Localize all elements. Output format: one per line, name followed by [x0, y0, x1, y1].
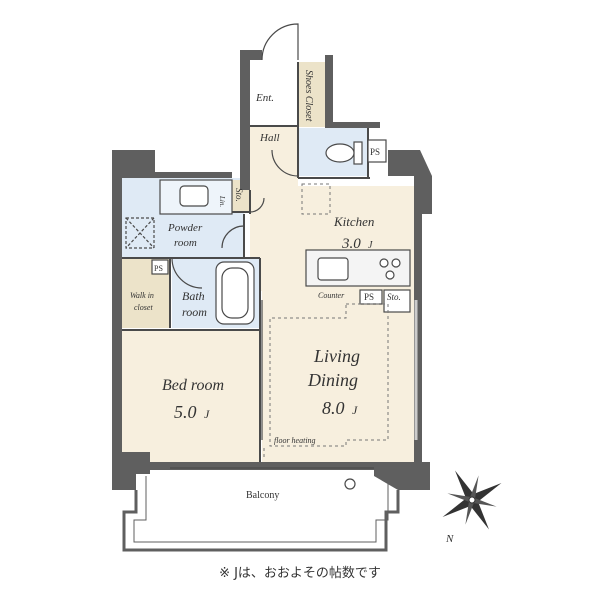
bedroom-floor — [122, 330, 260, 462]
outer-walls — [112, 50, 432, 490]
label-walkin-1: Walk in — [130, 291, 154, 300]
wall-toilet-top — [325, 122, 380, 128]
balcony-outline — [122, 476, 400, 552]
toilet-tank-icon — [353, 141, 363, 165]
ps-box-toilet — [367, 139, 387, 163]
hall-door-swing-icon — [271, 149, 299, 177]
label-bath-2: room — [182, 305, 207, 319]
wall-right-lower — [374, 462, 430, 490]
label-hall: Hall — [259, 132, 280, 144]
entrance-floor — [250, 62, 298, 126]
sink-icon — [179, 185, 209, 207]
powder-door-swing-icon — [221, 225, 245, 249]
fixtures — [125, 139, 411, 325]
label-walkin-2: closet — [134, 303, 153, 312]
label-bedroom-unit: J — [204, 407, 210, 421]
doors — [170, 23, 418, 469]
label-ps-kitchen: PS — [364, 292, 374, 302]
wall-top-left — [155, 172, 232, 178]
sto-box-kitchen — [383, 289, 411, 313]
drain-icon — [344, 478, 356, 490]
label-entrance: Ent. — [255, 92, 274, 104]
label-ps-toilet: PS — [370, 147, 380, 157]
refrigerator-space — [301, 183, 331, 215]
balcony-floor — [138, 474, 374, 538]
label-storage-left: Sto. — [234, 188, 244, 202]
wall-left — [112, 200, 122, 462]
wall-bottom — [150, 462, 374, 470]
shoes-closet-floor — [298, 62, 325, 127]
label-living-unit: J — [352, 403, 358, 417]
label-bedroom: Bed room — [162, 377, 224, 394]
wall-entry-top — [240, 50, 262, 60]
label-ps-walkin: PS — [154, 264, 163, 273]
washer-space-icon — [125, 217, 155, 249]
stove-burner-icon-1 — [379, 258, 389, 268]
stove-burner-icon-2 — [391, 258, 401, 268]
stove-burner-icon-3 — [385, 270, 395, 280]
wall-entry-left — [240, 50, 250, 190]
storage-door-swing-icon — [249, 197, 265, 213]
kitchen-sink-icon — [317, 257, 349, 281]
tatami-note: ※ Jは、おおよその帖数です — [219, 566, 381, 581]
labels: Ent. Shoes Closet Hall PS Sto. Lin. Powd… — [130, 70, 401, 501]
bath-door-swing-icon — [171, 257, 203, 289]
entrance-door-swing-icon — [261, 23, 299, 61]
hall-floor — [250, 125, 298, 190]
wall-right-upper — [388, 150, 432, 214]
label-kitchen: Kitchen — [333, 214, 374, 229]
label-living-size: 8.0 — [322, 398, 345, 418]
label-balcony: Balcony — [246, 490, 279, 501]
compass-icon: N — [442, 470, 502, 545]
label-living: Living — [313, 346, 360, 366]
floor-heating-area — [269, 303, 389, 447]
label-floor-heating: floor heating — [274, 436, 316, 445]
label-shoes-closet: Shoes Closet — [303, 70, 314, 122]
toilet-bowl-icon — [325, 143, 355, 163]
wall-right — [414, 214, 422, 462]
label-counter: Counter — [318, 291, 345, 300]
label-bedroom-size: 5.0 — [174, 402, 197, 422]
label-linen: Lin. — [218, 195, 226, 207]
label-kitchen-unit: J — [368, 240, 373, 251]
bathtub-inner-icon — [221, 267, 249, 319]
label-powder-room-2: room — [174, 237, 197, 249]
label-bath-1: Bath — [182, 289, 205, 303]
label-kitchen-size: 3.0 — [341, 236, 361, 252]
compass-north-label: N — [445, 533, 454, 545]
dashed-hints — [263, 183, 389, 460]
wall-left-upper — [112, 150, 155, 200]
wall-left-lower — [112, 452, 150, 490]
washer-x2 — [125, 217, 155, 249]
label-storage-kitchen: Sto. — [387, 292, 401, 302]
label-powder-room-1: Powder — [167, 222, 203, 234]
wall-entry-right — [325, 55, 333, 127]
ps-box-walkin — [151, 259, 169, 275]
label-dining: Dining — [307, 370, 358, 390]
